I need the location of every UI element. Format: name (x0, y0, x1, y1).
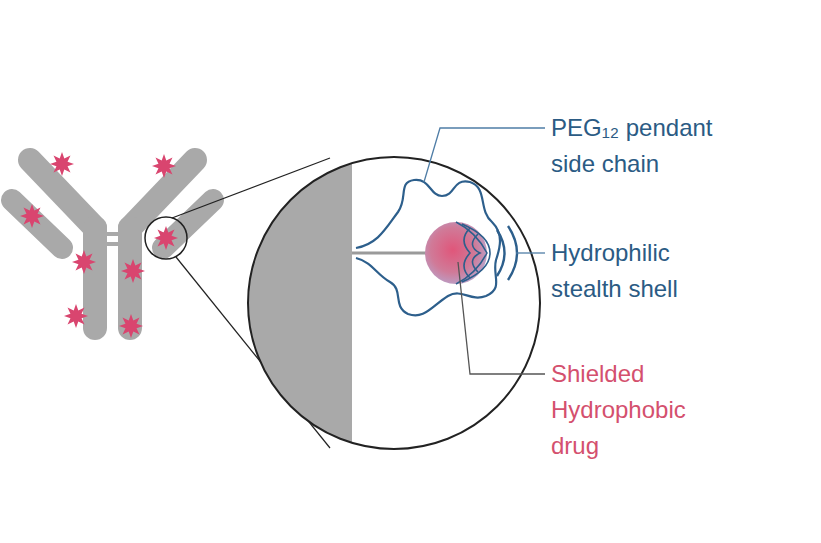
magnified-circle (248, 157, 540, 449)
leader-line (516, 252, 545, 253)
zoom-circle (145, 217, 187, 259)
leader-line (458, 262, 545, 374)
antibody (12, 160, 213, 328)
part-label: Hydrophilic stealth shell (551, 235, 679, 307)
drug-stars (20, 152, 178, 338)
magnified-view (240, 150, 517, 460)
leader-line (424, 128, 545, 182)
part-label: Shielded Hydrophobic drug (551, 356, 701, 464)
part-label: PEG₁₂ pendant side chain (551, 110, 741, 182)
